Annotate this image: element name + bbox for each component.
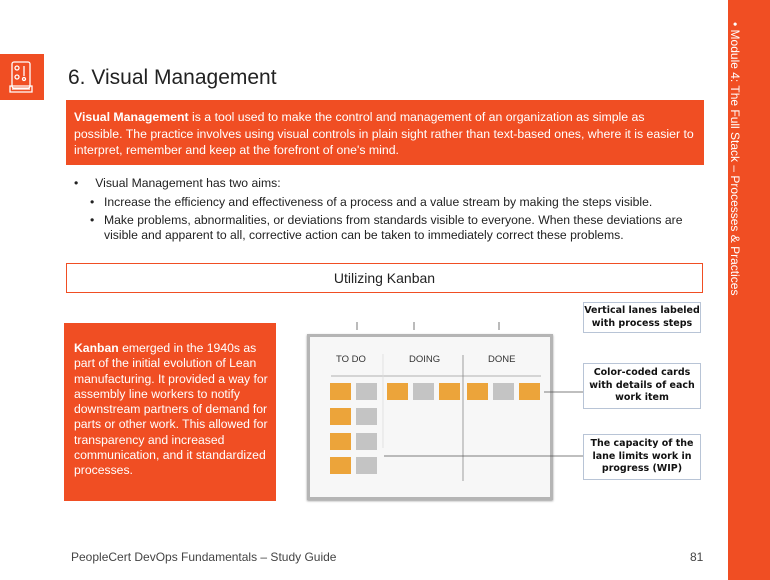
bullet-sub-text: Make problems, abnormalities, or deviati… <box>104 213 683 242</box>
callout-cards: Color-coded cards with details of each w… <box>583 363 701 409</box>
card <box>356 433 377 450</box>
bullet-sub-text: Increase the efficiency and effectivenes… <box>104 195 653 209</box>
card <box>467 383 488 400</box>
card <box>330 383 351 400</box>
card <box>330 433 351 450</box>
callout-wip: The capacity of the lane limits work in … <box>583 434 701 480</box>
kanban-header: Utilizing Kanban <box>66 263 703 293</box>
footer-text: PeopleCert DevOps Fundamentals – Study G… <box>71 550 337 564</box>
card <box>493 383 514 400</box>
module-sidebar: • Module 4: The Full Stack – Processes &… <box>728 0 770 580</box>
kanban-description: Kanban emerged in the 1940s as part of t… <box>64 323 276 501</box>
card <box>387 383 408 400</box>
book-process-icon <box>0 54 44 100</box>
board-lines <box>331 322 583 481</box>
card <box>519 383 540 400</box>
card <box>413 383 434 400</box>
page-title: 6. Visual Management <box>68 66 277 89</box>
intro-box: Visual Management is a tool used to make… <box>66 100 704 165</box>
card <box>356 383 377 400</box>
card <box>356 408 377 425</box>
kanban-text: emerged in the 1940s as part of the init… <box>74 341 268 478</box>
callout-lanes: Vertical lanes labeled with process step… <box>583 302 701 333</box>
bullet-sub-2: •Make problems, abnormalities, or deviat… <box>90 213 705 243</box>
kanban-bold: Kanban <box>74 341 119 355</box>
bullet-sub-1: •Increase the efficiency and effectivene… <box>90 195 705 210</box>
column-done: DONE <box>488 354 516 365</box>
card <box>439 383 460 400</box>
column-todo: TO DO <box>336 354 366 365</box>
module-title-text: Module 4: The Full Stack – Processes & P… <box>728 29 742 296</box>
intro-bold: Visual Management <box>74 110 189 124</box>
page-number: 81 <box>690 550 704 564</box>
intro-text: is a tool used to make the control and m… <box>74 110 694 157</box>
card <box>356 457 377 474</box>
card <box>330 457 351 474</box>
column-doing: DOING <box>409 354 441 365</box>
module-title: • Module 4: The Full Stack – Processes &… <box>728 22 742 296</box>
bullet-main-text: Visual Management has two aims: <box>95 176 281 190</box>
card <box>330 408 351 425</box>
bullet-main: • Visual Management has two aims: <box>74 176 281 190</box>
